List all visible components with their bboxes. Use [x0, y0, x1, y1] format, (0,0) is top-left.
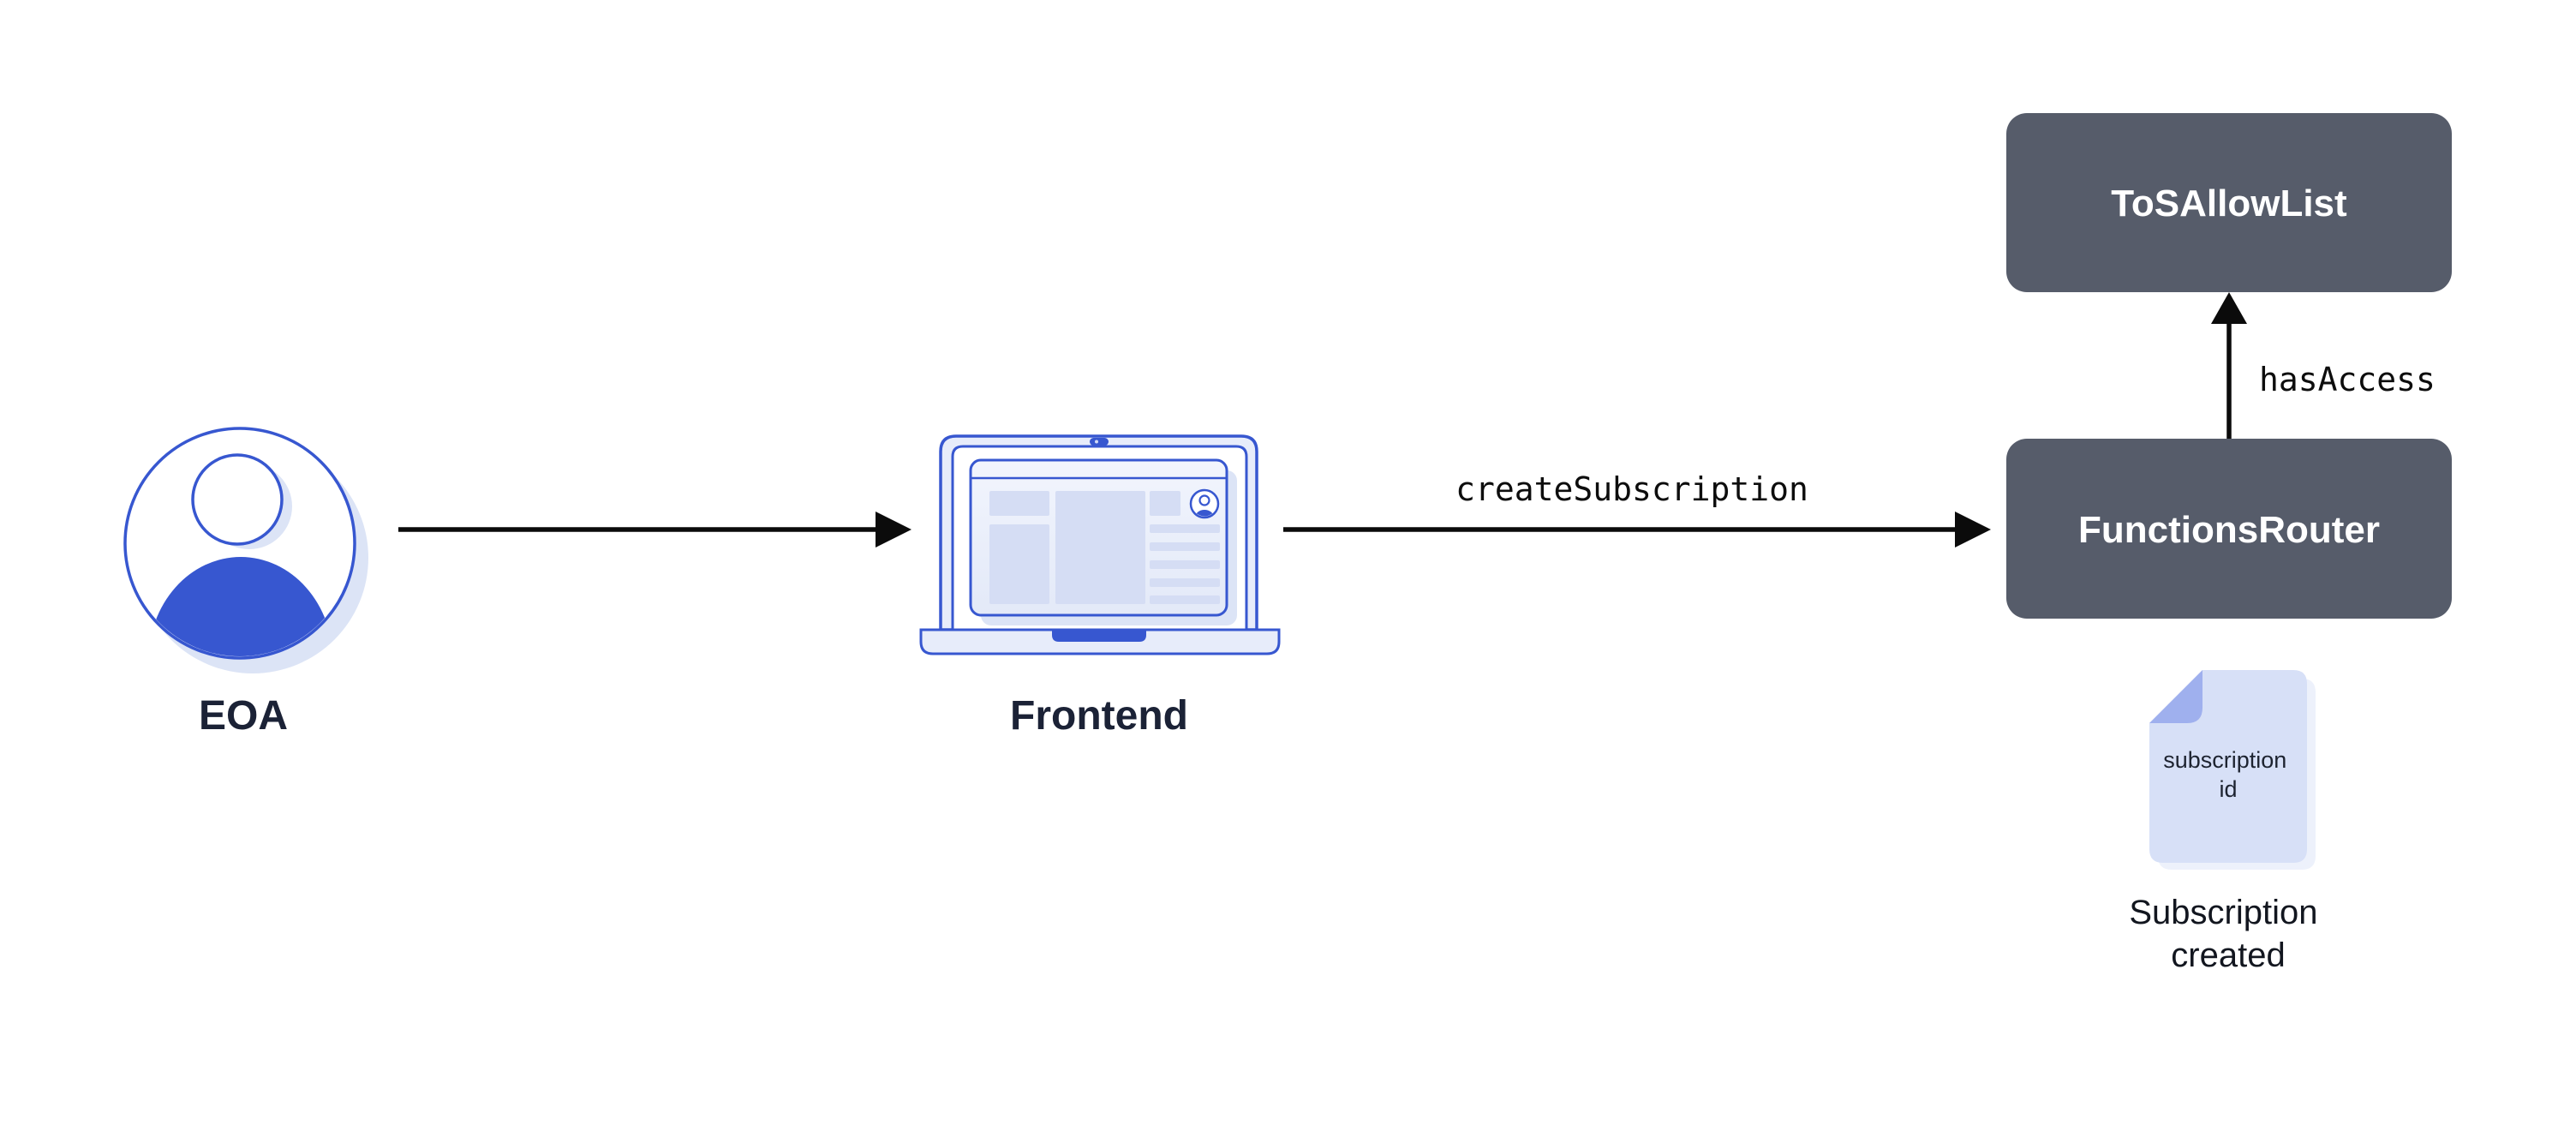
browser-content-blocks	[989, 491, 1220, 604]
laptop-notch	[1052, 631, 1146, 642]
user-icon	[123, 427, 368, 673]
browser-avatar-icon	[1189, 488, 1220, 519]
subscription-created-caption: Subscription created	[2129, 894, 2327, 974]
eoa-label: EOA	[199, 693, 288, 739]
document-fold-icon	[2149, 670, 2202, 723]
frontend-label: Frontend	[1010, 693, 1188, 739]
user-icon-head	[191, 453, 284, 546]
eoa-node: EOA	[123, 427, 368, 739]
document-text: subscription id	[2163, 747, 2293, 802]
arrow-eoa-to-frontend	[398, 512, 911, 548]
has-access-label: hasAccess	[2259, 361, 2436, 398]
tos-allow-list-label: ToSAllowList	[2111, 183, 2347, 224]
laptop-icon	[919, 434, 1281, 655]
arrowhead-icon	[2211, 292, 2247, 324]
functions-router-node: FunctionsRouter	[2006, 439, 2452, 619]
functions-router-box	[2006, 439, 2452, 619]
frontend-node: Frontend	[919, 434, 1281, 739]
tos-allow-list-box	[2006, 113, 2452, 292]
subscription-doc-node: subscription id Subscription created	[2129, 670, 2327, 974]
user-icon-body	[148, 557, 333, 656]
webcam-icon	[1090, 438, 1109, 446]
tos-allow-list-node: ToSAllowList	[2006, 113, 2452, 292]
arrowhead-icon	[876, 512, 911, 548]
arrowhead-icon	[1955, 512, 1991, 548]
arrow-router-to-allowlist: hasAccess	[2211, 292, 2436, 439]
create-subscription-label: createSubscription	[1455, 470, 1808, 508]
functions-router-label: FunctionsRouter	[2078, 509, 2380, 551]
arrow-frontend-to-router: createSubscription	[1283, 470, 1991, 548]
